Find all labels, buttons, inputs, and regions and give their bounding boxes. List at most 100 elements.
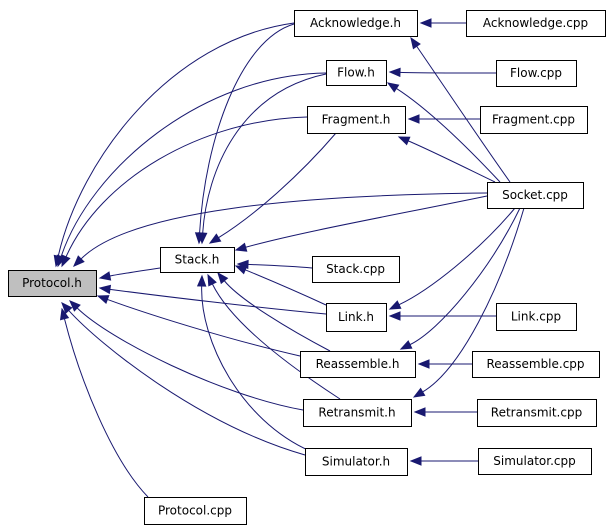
edge-flow-h-to-stack-h bbox=[197, 73, 327, 245]
node-sim-cpp[interactable]: Simulator.cpp bbox=[478, 448, 592, 475]
node-flow-cpp[interactable]: Flow.cpp bbox=[496, 60, 577, 87]
node-box bbox=[487, 182, 584, 209]
edges-layer bbox=[53, 18, 525, 498]
arrow-head bbox=[196, 274, 207, 287]
edge-link-h-to-protocol-h bbox=[98, 284, 327, 315]
edge-socket-cpp-to-flow-h bbox=[386, 82, 501, 183]
arrow-head bbox=[410, 36, 421, 50]
node-box bbox=[496, 303, 577, 331]
edge-flow-cpp-to-flow-h bbox=[388, 67, 497, 78]
node-label: Fragment.h bbox=[322, 113, 391, 127]
node-label: Simulator.h bbox=[322, 455, 390, 469]
node-retr-h[interactable]: Retransmit.h bbox=[303, 399, 412, 427]
node-label: Acknowledge.h bbox=[310, 16, 401, 30]
edge-line bbox=[223, 280, 331, 352]
arrow-head bbox=[98, 284, 112, 295]
edge-ack-h-to-protocol-h bbox=[53, 22, 295, 268]
node-ack-h[interactable]: Acknowledge.h bbox=[294, 10, 418, 37]
node-ack-cpp[interactable]: Acknowledge.cpp bbox=[466, 10, 606, 37]
edge-retr-h-to-protocol-h bbox=[69, 300, 304, 411]
edge-sim-h-to-stack-h bbox=[196, 274, 311, 452]
edge-sim-h-to-protocol-h bbox=[61, 302, 306, 456]
node-label: Simulator.cpp bbox=[493, 454, 575, 468]
edge-line bbox=[247, 263, 313, 269]
node-box bbox=[307, 106, 406, 134]
node-box bbox=[326, 60, 387, 86]
node-label: Flow.h bbox=[337, 66, 375, 80]
node-stack-h[interactable]: Stack.h bbox=[160, 247, 235, 273]
edge-line bbox=[109, 267, 161, 277]
arrow-head bbox=[59, 307, 70, 321]
edge-line bbox=[65, 116, 308, 258]
edge-line bbox=[245, 269, 327, 306]
node-label: Socket.cpp bbox=[502, 188, 568, 202]
node-protocol-h[interactable]: Protocol.h bbox=[8, 270, 97, 297]
node-reas-h[interactable]: Reassemble.h bbox=[300, 351, 416, 378]
edge-reas-h-to-stack-h bbox=[217, 271, 331, 352]
node-socket-cpp[interactable]: Socket.cpp bbox=[487, 182, 584, 209]
node-box bbox=[300, 351, 416, 378]
node-retr-cpp[interactable]: Retransmit.cpp bbox=[477, 399, 597, 427]
node-box bbox=[478, 448, 592, 475]
node-label: Protocol.cpp bbox=[158, 504, 232, 518]
node-box bbox=[496, 60, 577, 87]
edge-link-h-to-stack-h bbox=[234, 265, 327, 306]
node-link-cpp[interactable]: Link.cpp bbox=[496, 303, 577, 331]
edge-socket-cpp-to-reas-h bbox=[399, 207, 521, 350]
node-label: Retransmit.cpp bbox=[491, 406, 582, 420]
node-box bbox=[312, 256, 400, 283]
arrow-head bbox=[61, 302, 73, 314]
node-sim-h[interactable]: Simulator.h bbox=[305, 448, 408, 476]
edge-ack-h-to-stack-h bbox=[194, 23, 295, 245]
arrow-head bbox=[386, 82, 400, 93]
arrow-head bbox=[61, 254, 71, 268]
edge-line bbox=[199, 23, 295, 234]
node-box bbox=[294, 10, 418, 37]
node-frag-h[interactable]: Fragment.h bbox=[307, 106, 406, 134]
arrow-head bbox=[207, 273, 217, 287]
node-label: Link.h bbox=[338, 310, 374, 324]
edge-frag-h-to-stack-h bbox=[208, 132, 337, 244]
edge-socket-cpp-to-link-h bbox=[388, 207, 516, 310]
node-reas-cpp[interactable]: Reassemble.cpp bbox=[472, 351, 600, 378]
edge-stack-h-to-protocol-h bbox=[98, 267, 161, 281]
arrow-head bbox=[388, 311, 401, 321]
node-label: Stack.cpp bbox=[326, 262, 385, 276]
node-protocol-cpp[interactable]: Protocol.cpp bbox=[144, 497, 247, 525]
edge-socket-cpp-to-retr-h bbox=[412, 207, 525, 398]
arrow-head bbox=[388, 67, 401, 78]
node-frag-cpp[interactable]: Fragment.cpp bbox=[480, 106, 588, 134]
arrow-head bbox=[69, 300, 81, 312]
node-box bbox=[472, 351, 600, 378]
node-box bbox=[305, 448, 408, 476]
node-box bbox=[477, 399, 597, 427]
node-label: Reassemble.h bbox=[316, 357, 400, 371]
edge-link-cpp-to-link-h bbox=[388, 311, 497, 321]
arrow-head bbox=[399, 340, 413, 350]
node-label: Reassemble.cpp bbox=[486, 357, 584, 371]
node-stack-cpp[interactable]: Stack.cpp bbox=[312, 256, 400, 283]
arrow-head bbox=[234, 242, 248, 252]
arrow-head bbox=[197, 232, 208, 245]
arrow-head bbox=[234, 265, 248, 275]
edge-line bbox=[211, 283, 341, 400]
arrow-head bbox=[413, 407, 426, 417]
edge-line bbox=[416, 45, 511, 183]
node-label: Flow.cpp bbox=[510, 66, 562, 80]
node-link-h[interactable]: Link.h bbox=[326, 303, 387, 332]
arrow-head bbox=[397, 136, 411, 146]
edge-line bbox=[202, 73, 327, 234]
node-box bbox=[326, 303, 387, 332]
arrow-head bbox=[407, 114, 420, 124]
edge-line bbox=[63, 318, 149, 498]
edge-line bbox=[409, 207, 521, 346]
edge-line bbox=[60, 72, 327, 257]
node-flow-h[interactable]: Flow.h bbox=[326, 60, 387, 86]
edge-reas-cpp-to-reas-h bbox=[417, 359, 472, 369]
arrow-head bbox=[388, 300, 402, 310]
edge-retr-h-to-stack-h bbox=[207, 273, 341, 400]
node-label: Retransmit.h bbox=[318, 406, 395, 420]
edge-line bbox=[107, 298, 301, 357]
arrow-head bbox=[417, 359, 430, 369]
